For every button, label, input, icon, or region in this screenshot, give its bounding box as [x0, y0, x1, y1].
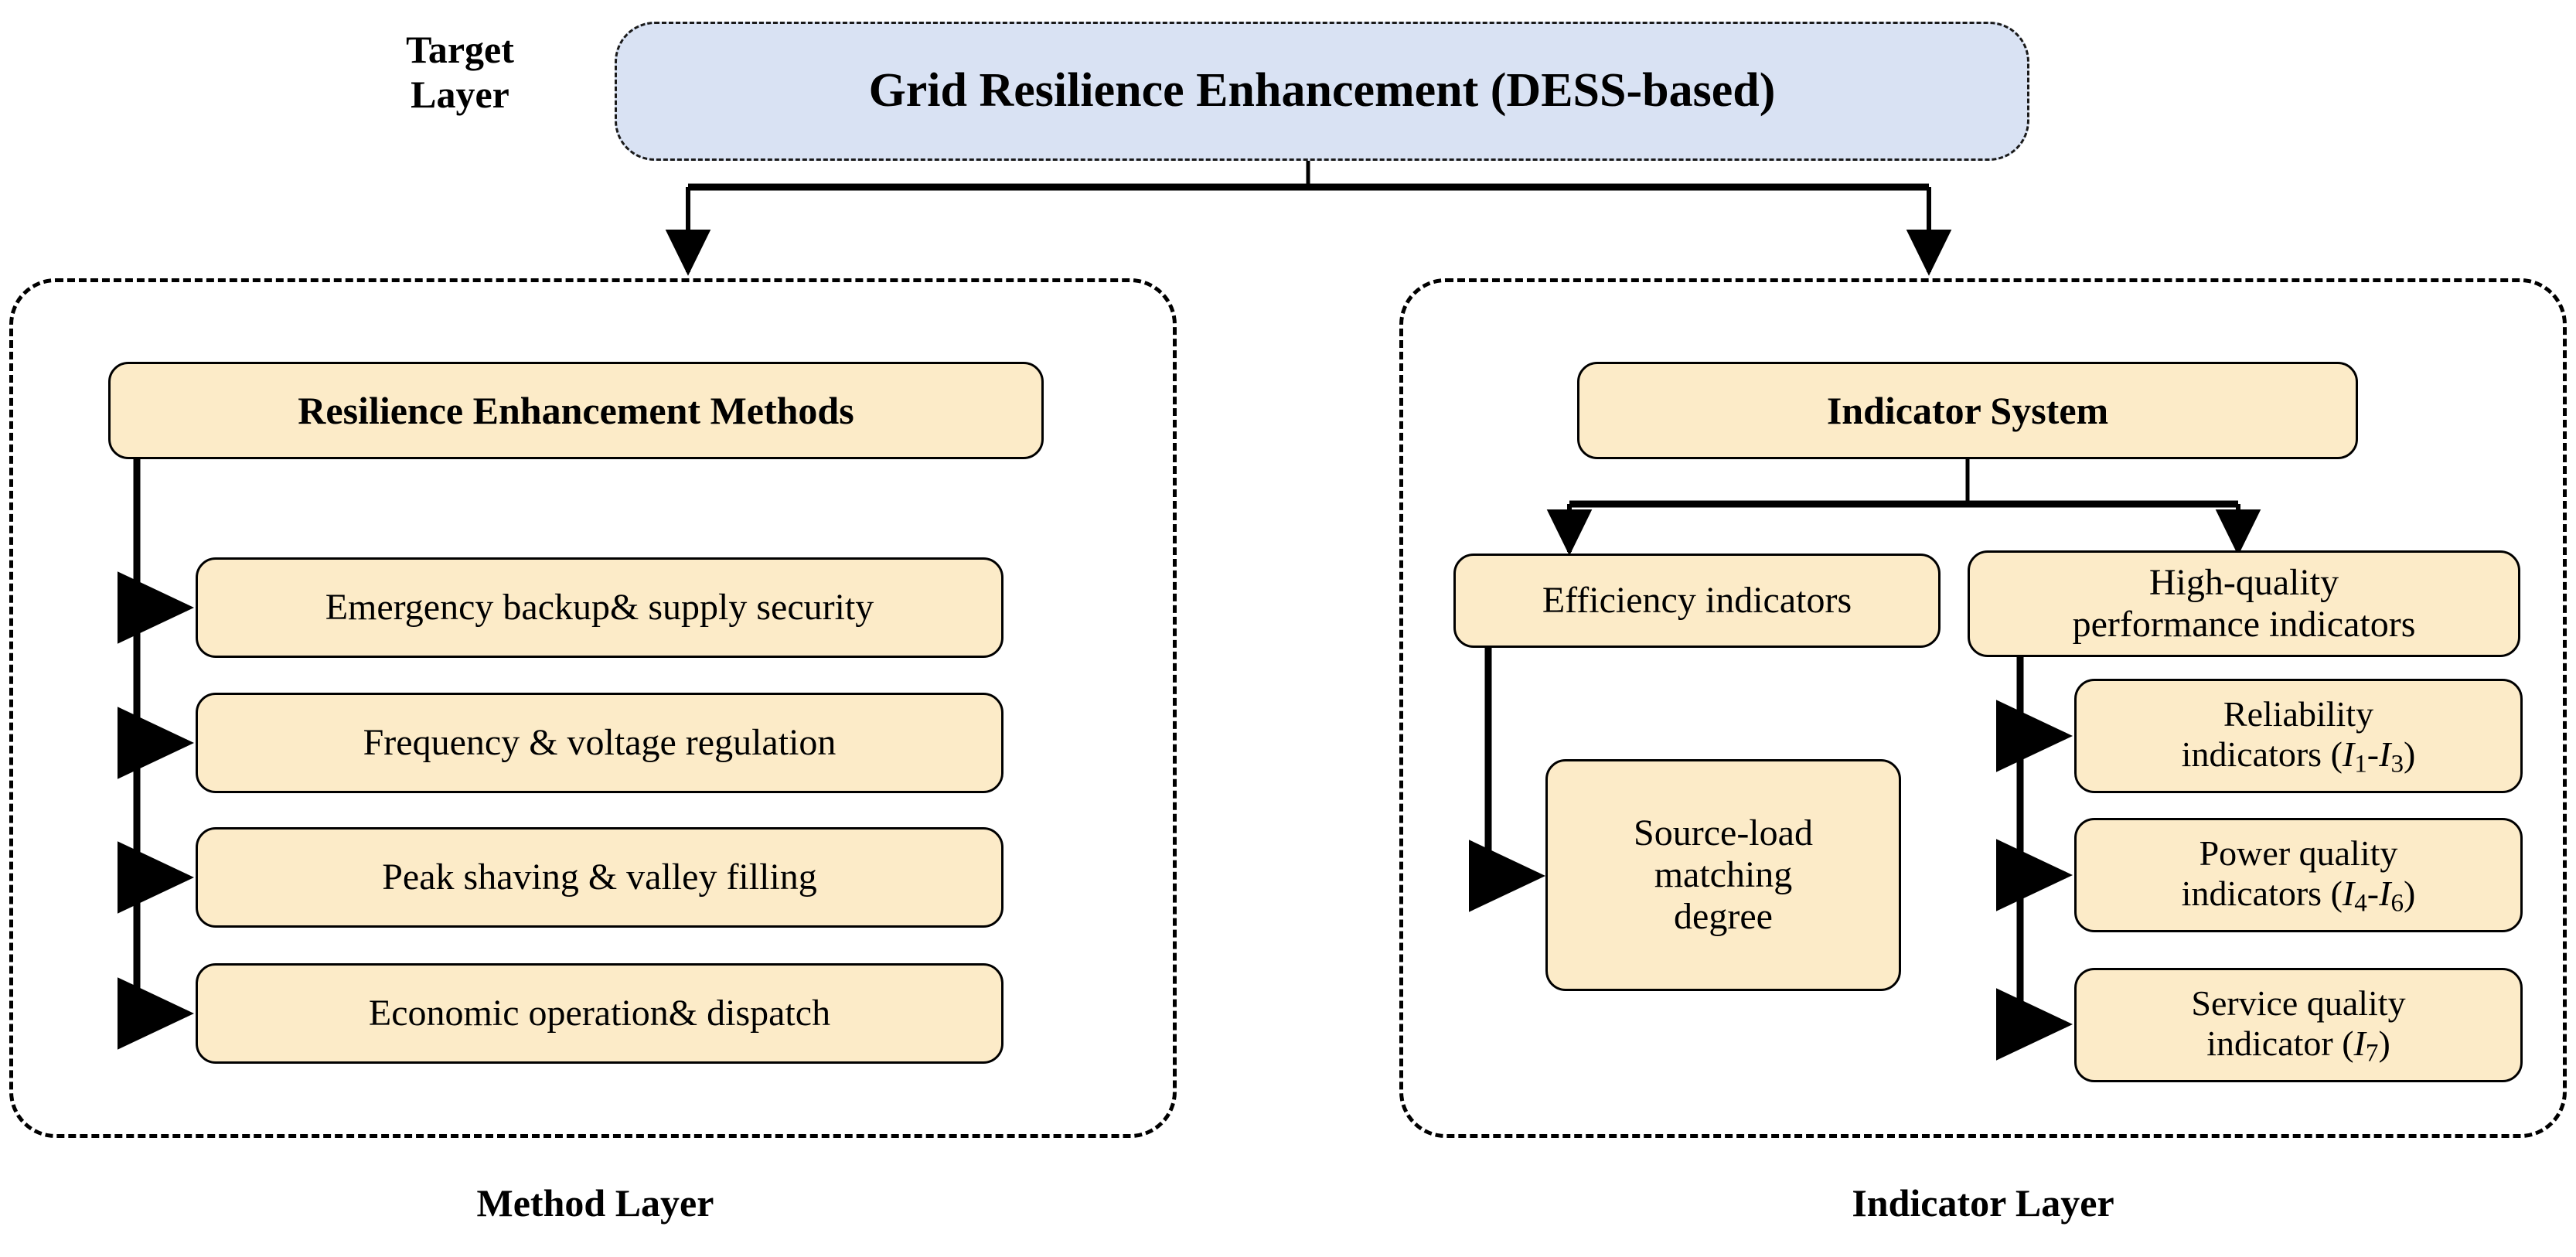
target-layer-label-line2: Layer	[411, 72, 509, 116]
method-panel-header-label: Resilience Enhancement Methods	[298, 389, 854, 432]
source-load-line2: matching	[1654, 854, 1793, 896]
reliability-line2: indicators (I1-I3)	[2182, 734, 2416, 778]
indicator-layer-container	[1399, 278, 2567, 1138]
method-item-frequency-voltage[interactable]: Frequency & voltage regulation	[196, 693, 1003, 793]
indicator-power-quality[interactable]: Power quality indicators (I4-I6)	[2074, 818, 2523, 932]
service-quality-line1: Service quality	[2191, 983, 2406, 1024]
indicator-panel-header[interactable]: Indicator System	[1577, 362, 2358, 459]
service-quality-symbol-1: I	[2353, 1023, 2366, 1063]
indicator-efficiency[interactable]: Efficiency indicators	[1453, 554, 1941, 648]
indicator-layer-label: Indicator Layer	[1728, 1181, 2238, 1226]
service-quality-sub-1: 7	[2365, 1037, 2379, 1067]
method-item-label: Peak shaving & valley filling	[382, 857, 817, 898]
reliability-suffix: )	[2404, 734, 2416, 774]
high-quality-line2: performance indicators	[2072, 604, 2416, 645]
service-quality-line2: indicator (I7)	[2206, 1024, 2390, 1067]
indicator-high-quality-performance[interactable]: High-quality performance indicators	[1968, 550, 2520, 657]
reliability-symbol-1: I	[2342, 734, 2355, 774]
power-quality-prefix: indicators (	[2181, 873, 2343, 913]
power-quality-dash: -	[2366, 873, 2380, 913]
method-panel-header[interactable]: Resilience Enhancement Methods	[108, 362, 1044, 459]
indicator-reliability[interactable]: Reliability indicators (I1-I3)	[2074, 679, 2523, 793]
power-quality-sub-1: 4	[2354, 887, 2367, 917]
target-layer-label: Target Layer	[332, 28, 588, 117]
method-layer-label-text: Method Layer	[476, 1181, 714, 1225]
power-quality-line1: Power quality	[2199, 833, 2398, 874]
method-layer-container	[9, 278, 1177, 1138]
reliability-dash: -	[2366, 734, 2380, 774]
reliability-sub-2: 3	[2390, 748, 2404, 778]
method-item-economic-operation[interactable]: Economic operation& dispatch	[196, 963, 1003, 1064]
power-quality-symbol-2: I	[2379, 873, 2391, 913]
service-quality-suffix: )	[2378, 1023, 2390, 1063]
power-quality-line2: indicators (I4-I6)	[2182, 874, 2416, 917]
method-item-emergency-backup[interactable]: Emergency backup& supply security	[196, 557, 1003, 658]
method-item-label: Economic operation& dispatch	[368, 993, 831, 1034]
reliability-line1: Reliability	[2223, 694, 2374, 734]
reliability-prefix: indicators (	[2181, 734, 2343, 774]
power-quality-suffix: )	[2404, 873, 2416, 913]
indicator-panel-header-label: Indicator System	[1826, 389, 2109, 432]
target-node-label: Grid Resilience Enhancement (DESS-based)	[868, 64, 1776, 118]
method-item-peak-shaving[interactable]: Peak shaving & valley filling	[196, 827, 1003, 928]
source-load-line3: degree	[1674, 895, 1773, 937]
reliability-sub-1: 1	[2354, 748, 2367, 778]
target-layer-label-line1: Target	[406, 28, 514, 71]
target-node-grid-resilience[interactable]: Grid Resilience Enhancement (DESS-based)	[615, 22, 2029, 161]
indicator-layer-label-text: Indicator Layer	[1852, 1181, 2114, 1225]
indicator-service-quality[interactable]: Service quality indicator (I7)	[2074, 968, 2523, 1082]
method-item-label: Emergency backup& supply security	[325, 587, 874, 628]
power-quality-symbol-1: I	[2342, 873, 2355, 913]
service-quality-prefix: indicator (	[2206, 1023, 2354, 1063]
reliability-symbol-2: I	[2379, 734, 2391, 774]
power-quality-sub-2: 6	[2390, 887, 2404, 917]
indicator-source-load-matching-degree[interactable]: Source-load matching degree	[1545, 759, 1901, 991]
method-item-label: Frequency & voltage regulation	[363, 722, 837, 764]
indicator-efficiency-label: Efficiency indicators	[1542, 580, 1852, 622]
high-quality-line1: High-quality	[2148, 562, 2339, 604]
source-load-line1: Source-load	[1634, 812, 1813, 854]
method-layer-label: Method Layer	[340, 1181, 850, 1226]
